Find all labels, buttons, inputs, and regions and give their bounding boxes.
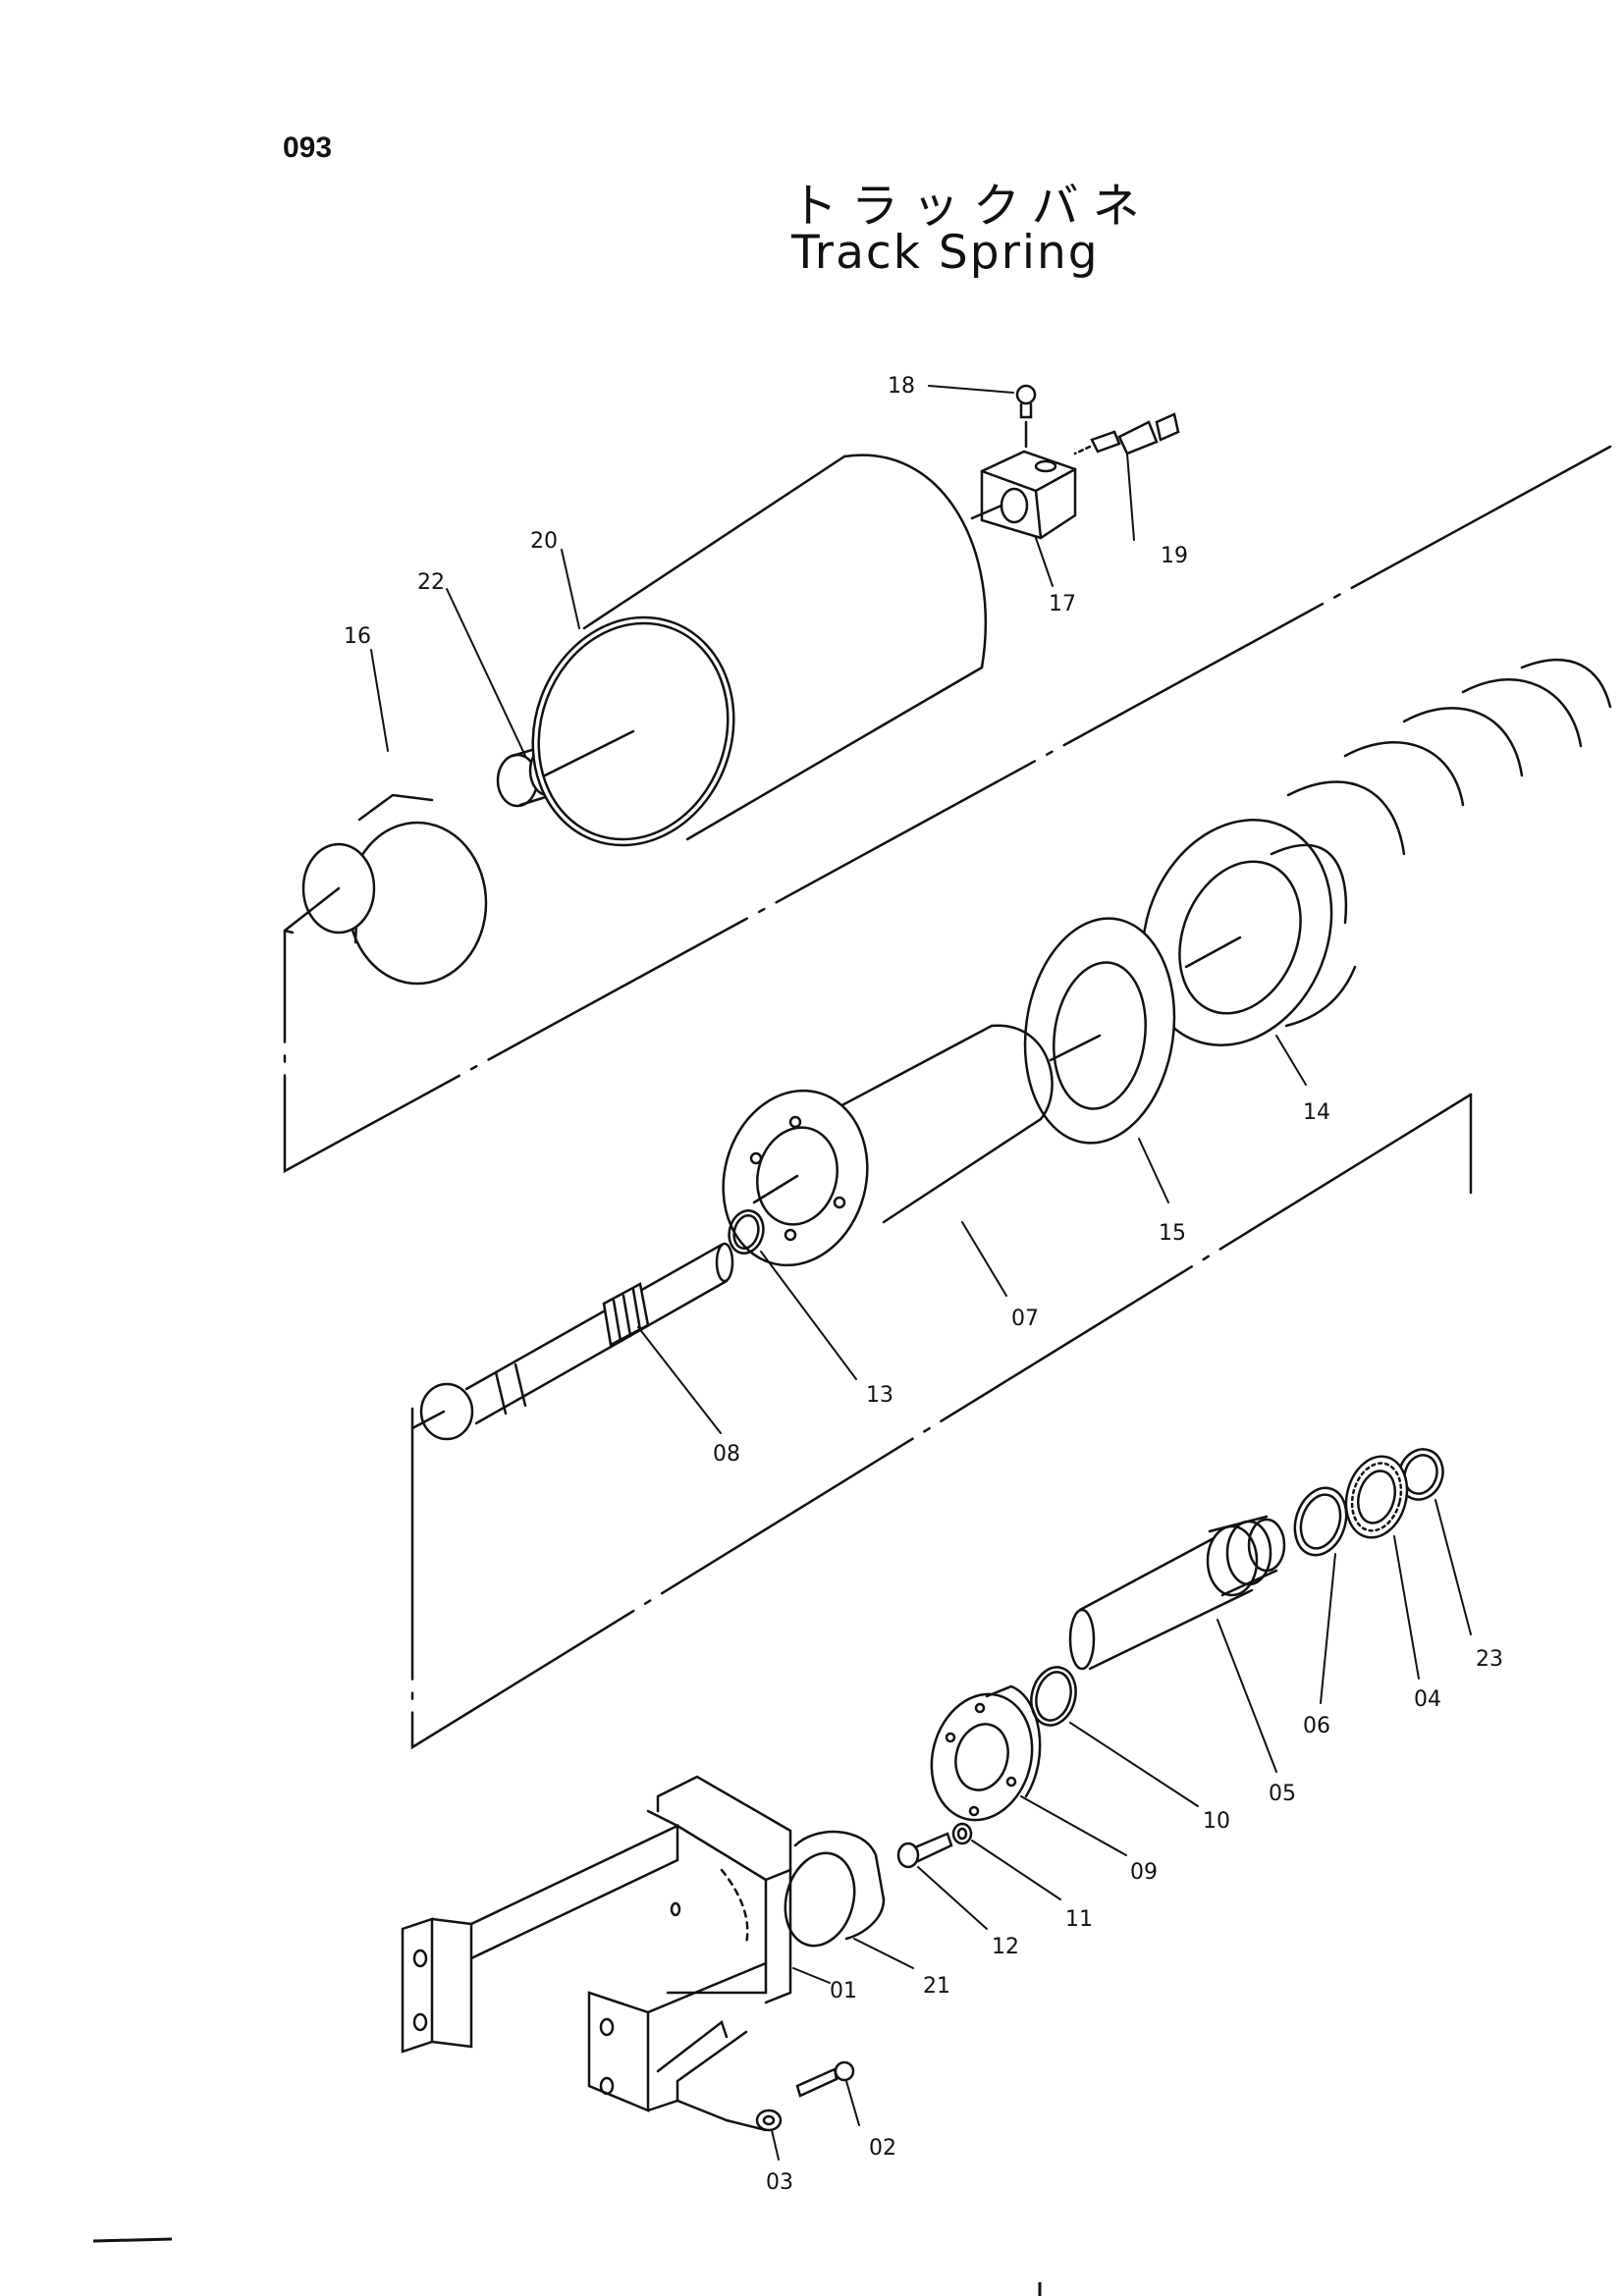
part-08-rod: [410, 1242, 734, 1441]
callout-01: 01: [830, 1979, 857, 2003]
part-11-washer: [951, 1822, 973, 1845]
callout-08: 08: [713, 1442, 740, 1467]
callout-17: 17: [1049, 592, 1076, 616]
part-12-bolt: [896, 1832, 953, 1869]
part-05-plunger: [1068, 1515, 1286, 1671]
title-japanese: トラックバネ: [790, 179, 1154, 234]
callout-03: 03: [766, 2170, 793, 2195]
callout-21: 21: [923, 1974, 950, 1999]
callout-14: 14: [1303, 1100, 1330, 1125]
callout-16: 16: [344, 624, 371, 649]
callout-06: 06: [1303, 1714, 1330, 1738]
part-15-ring: [1023, 917, 1176, 1145]
callout-20: 20: [530, 529, 558, 554]
callout-11: 11: [1065, 1907, 1093, 1932]
page-number: 093: [283, 132, 333, 164]
callout-12: 12: [992, 1935, 1019, 1959]
callout-23: 23: [1476, 1647, 1503, 1672]
callout-18: 18: [888, 374, 915, 399]
part-20-cylinder: [531, 454, 987, 847]
callout-22: 22: [417, 570, 445, 595]
scan-marks: [92, 2237, 1042, 2296]
part-06-ring: [1293, 1486, 1348, 1557]
part-01-yoke: [401, 1775, 792, 2132]
part-17-block: [970, 450, 1077, 540]
part-03-washer: [755, 2109, 783, 2132]
callout-04: 04: [1414, 1687, 1441, 1712]
assembly-axis-lines: [283, 445, 1612, 1750]
callout-05: 05: [1269, 1782, 1296, 1806]
part-14-coil-spring: [1141, 658, 1612, 1046]
title-english: Track Spring: [791, 226, 1100, 280]
leader-lines: [370, 385, 1472, 2161]
part-19-valve: [1073, 412, 1180, 455]
callout-02: 02: [869, 2136, 896, 2161]
part-04-bearing: [1344, 1455, 1409, 1539]
callout-07: 07: [1011, 1307, 1039, 1331]
part-13-o-ring: [728, 1209, 765, 1255]
callout-09: 09: [1130, 1860, 1158, 1885]
part-18-grease-nipple: [1015, 384, 1037, 449]
part-07-piston: [722, 1024, 1054, 1267]
part-16-flange-sleeve: [283, 793, 488, 986]
callout-10: 10: [1203, 1809, 1230, 1834]
callout-labels: 18 19 17 20 22 16 14 15 07 13 08 23 04 0…: [344, 374, 1503, 2195]
callout-13: 13: [866, 1383, 893, 1408]
part-09-cap: [930, 1684, 1042, 1822]
callout-15: 15: [1159, 1221, 1186, 1246]
part-10-o-ring: [1030, 1666, 1077, 1727]
part-02-bolt: [795, 2060, 855, 2098]
part-21-cap: [784, 1830, 886, 1948]
callout-19: 19: [1161, 544, 1188, 568]
